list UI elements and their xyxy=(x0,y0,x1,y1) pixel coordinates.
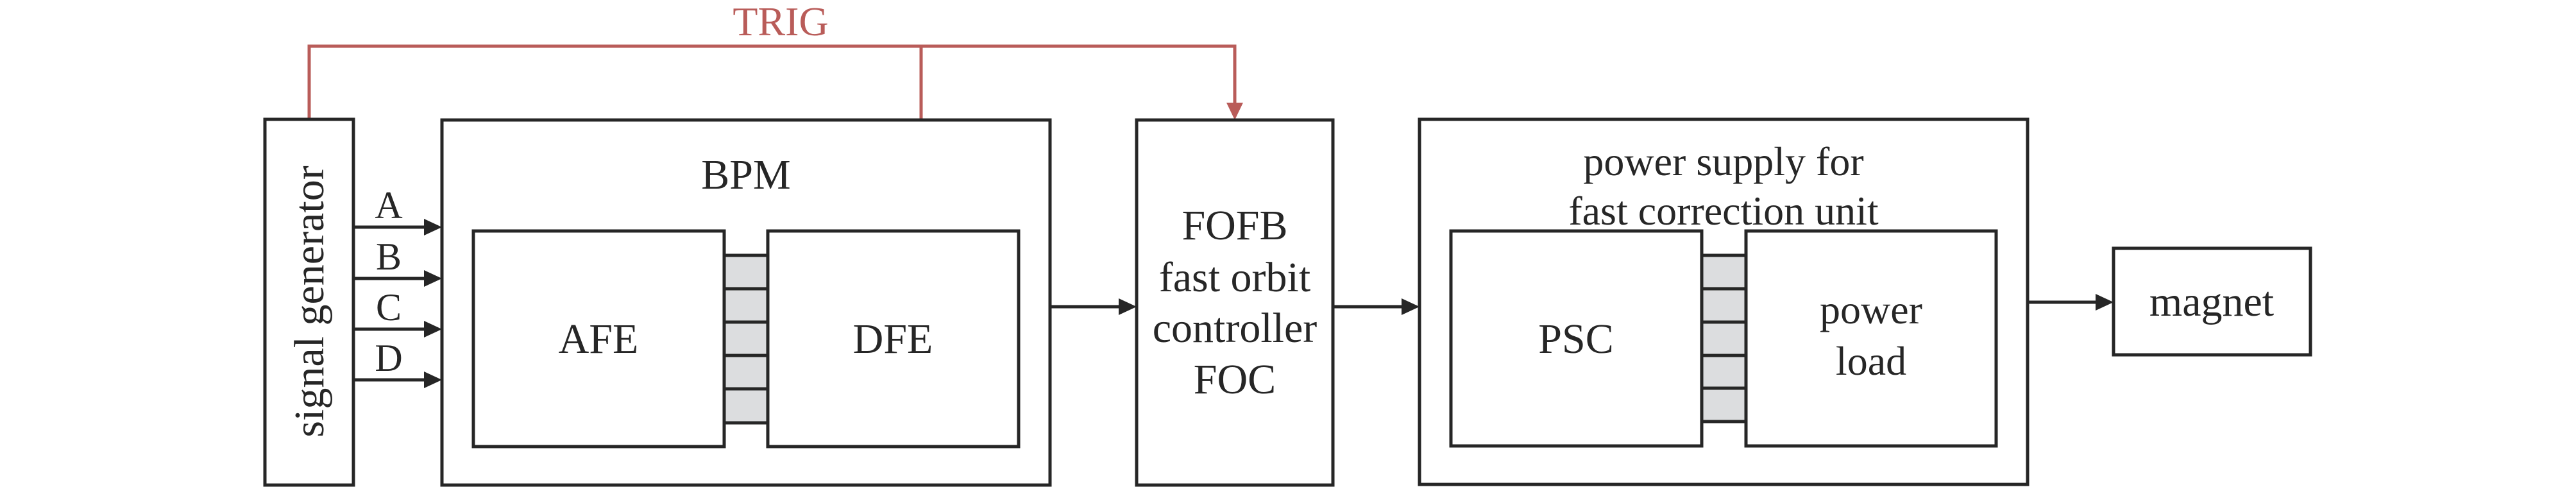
power-supply-block: power supply for fast correction unit PS… xyxy=(1418,117,2029,486)
trigger-network: TRIG xyxy=(307,0,1243,231)
fofb-label-line3: controller xyxy=(1153,305,1318,352)
afe-box xyxy=(471,229,726,449)
psc-box xyxy=(1449,229,1704,448)
power-supply-to-magnet-arrowhead xyxy=(2096,294,2114,311)
bpm-connector-fill xyxy=(724,255,768,423)
ps-connector-fill xyxy=(1702,255,1746,422)
bpm-connector xyxy=(724,253,768,425)
signal-label-c: C xyxy=(376,286,402,329)
trigger-label: TRIG xyxy=(733,0,828,44)
power-supply-title-line1: power supply for xyxy=(1583,139,1863,184)
magnet-label: magnet xyxy=(2149,278,2274,325)
bpm-block: BPM AFE DFE xyxy=(440,118,1052,487)
fofb-box xyxy=(1135,118,1335,487)
signal-label-d: D xyxy=(375,337,402,379)
trigger-line-main xyxy=(307,44,1237,119)
bpm-to-fofb-arrowhead xyxy=(1119,298,1137,315)
fofb-block: FOFB fast orbit controller FOC xyxy=(1135,118,1335,487)
arrowhead-a xyxy=(424,219,442,235)
bpm-label: BPM xyxy=(701,151,790,198)
arrowhead-b xyxy=(424,270,442,287)
dfe-box xyxy=(766,229,1021,449)
signal-label-b: B xyxy=(376,235,402,278)
power-load-label-line2: load xyxy=(1836,338,1906,384)
magnet-block: magnet xyxy=(2112,246,2312,357)
dfe-label: DFE xyxy=(853,316,933,363)
power-load-label-line1: power xyxy=(1820,287,1922,332)
psc-label: PSC xyxy=(1538,316,1613,363)
fofb-label-line2: fast orbit xyxy=(1159,254,1310,301)
arrowhead-d xyxy=(424,372,442,388)
signal-outputs: A B C D xyxy=(353,184,442,388)
signal-label-a: A xyxy=(375,184,402,226)
trigger-arrowhead-fofb xyxy=(1226,103,1243,120)
afe-label: AFE xyxy=(559,316,639,363)
ps-connector xyxy=(1702,253,1746,423)
power-load-box xyxy=(1744,229,1998,448)
fofb-label-line4: FOC xyxy=(1194,356,1276,403)
signal-generator-label: signal generator xyxy=(286,166,333,437)
arrowhead-c xyxy=(424,321,442,337)
signal-generator-box xyxy=(263,117,355,487)
fofb-label-line1: FOFB xyxy=(1182,202,1287,249)
fofb-to-power-supply-arrowhead xyxy=(1402,298,1419,315)
magnet-box xyxy=(2112,246,2312,357)
signal-generator-block: signal generator xyxy=(263,117,355,487)
power-supply-title-line2: fast correction unit xyxy=(1568,188,1879,234)
